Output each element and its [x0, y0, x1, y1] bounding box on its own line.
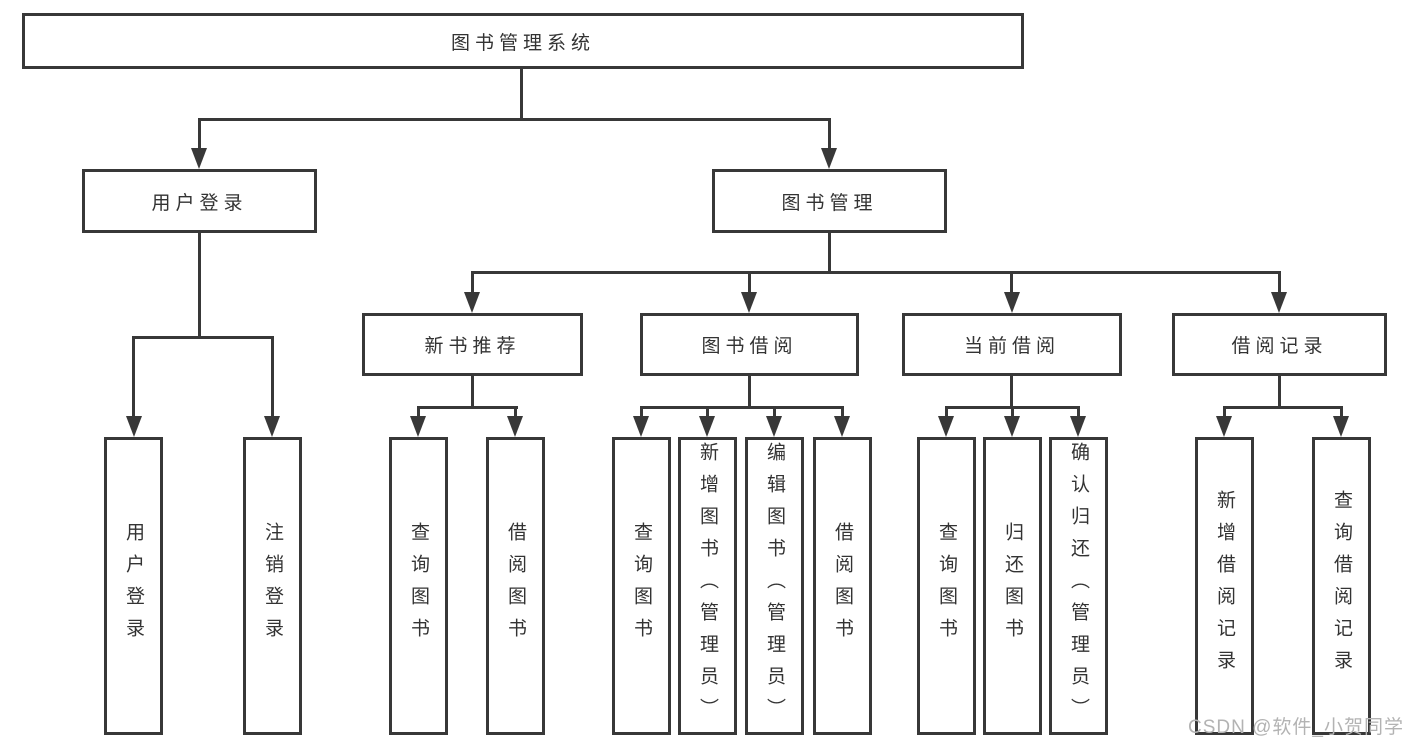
arrowhead-down-icon	[699, 416, 715, 437]
arrowhead-down-icon	[938, 416, 954, 437]
arrowhead-down-icon	[821, 148, 837, 169]
connector-line	[828, 233, 831, 274]
leaf-edit-book-admin: 编辑图书（管理员）	[745, 437, 804, 735]
connector-line	[132, 336, 135, 417]
connector-line	[471, 376, 474, 409]
leaf-query-book-recommend-label: 查询图书	[408, 522, 429, 650]
node-borrow-records: 借阅记录	[1172, 313, 1387, 376]
arrowhead-down-icon	[1004, 292, 1020, 313]
arrowhead-down-icon	[633, 416, 649, 437]
arrowhead-down-icon	[464, 292, 480, 313]
connector-line	[132, 336, 273, 339]
arrowhead-down-icon	[507, 416, 523, 437]
leaf-borrow-book-recommend: 借阅图书	[486, 437, 545, 735]
connector-line	[417, 406, 420, 418]
leaf-query-borrow-record-label: 查询借阅记录	[1331, 490, 1352, 682]
leaf-return-book-label: 归还图书	[1002, 522, 1023, 650]
leaf-return-book: 归还图书	[983, 437, 1042, 735]
arrowhead-down-icon	[834, 416, 850, 437]
arrowhead-down-icon	[741, 292, 757, 313]
leaf-add-book-admin: 新增图书（管理员）	[678, 437, 737, 735]
connector-line	[1278, 271, 1281, 295]
leaf-add-borrow-record-label: 新增借阅记录	[1214, 490, 1235, 682]
arrowhead-down-icon	[410, 416, 426, 437]
leaf-borrow-book-borrow: 借阅图书	[813, 437, 872, 735]
leaf-query-borrow-record: 查询借阅记录	[1312, 437, 1371, 735]
connector-line	[198, 233, 201, 338]
node-new-book-recommend-label: 新书推荐	[424, 336, 521, 357]
connector-line	[1010, 271, 1013, 295]
arrowhead-down-icon	[191, 148, 207, 169]
leaf-confirm-return-admin: 确认归还（管理员）	[1049, 437, 1108, 735]
connector-line	[640, 406, 844, 409]
connector-line	[1223, 406, 1343, 409]
node-library-system: 图书管理系统	[22, 13, 1024, 69]
arrowhead-down-icon	[1216, 416, 1232, 437]
leaf-user-login: 用户登录	[104, 437, 163, 735]
node-user-login-label: 用户登录	[151, 192, 248, 214]
connector-line	[1223, 406, 1226, 418]
node-book-management-label: 图书管理	[781, 192, 878, 214]
connector-line	[271, 336, 274, 417]
connector-line	[520, 69, 523, 121]
connector-line	[1340, 406, 1343, 418]
connector-line	[945, 406, 948, 418]
leaf-borrow-book-borrow-label: 借阅图书	[832, 522, 853, 650]
connector-line	[841, 406, 844, 418]
arrowhead-down-icon	[766, 416, 782, 437]
node-current-borrow: 当前借阅	[902, 313, 1122, 376]
node-borrow-records-label: 借阅记录	[1231, 336, 1328, 357]
connector-line	[640, 406, 643, 418]
connector-line	[706, 406, 709, 418]
leaf-logout: 注销登录	[243, 437, 302, 735]
leaf-query-book-recommend: 查询图书	[389, 437, 448, 735]
connector-line	[471, 271, 1281, 274]
node-book-management: 图书管理	[712, 169, 947, 233]
arrowhead-down-icon	[126, 416, 142, 437]
arrowhead-down-icon	[1004, 416, 1020, 437]
connector-line	[514, 406, 517, 418]
connector-line	[198, 118, 201, 150]
leaf-confirm-return-admin-label: 确认归还（管理员）	[1068, 442, 1089, 730]
connector-line	[1278, 376, 1281, 409]
connector-line	[417, 406, 518, 409]
connector-line	[1077, 406, 1080, 418]
connector-line	[1011, 406, 1014, 418]
arrowhead-down-icon	[1070, 416, 1086, 437]
connector-line	[748, 271, 751, 295]
node-book-borrow-label: 图书借阅	[701, 336, 798, 357]
leaf-query-book-current-label: 查询图书	[936, 522, 957, 650]
leaf-user-login-label: 用户登录	[123, 522, 144, 650]
leaf-add-book-admin-label: 新增图书（管理员）	[697, 442, 718, 730]
leaf-query-book-borrow: 查询图书	[612, 437, 671, 735]
arrowhead-down-icon	[1333, 416, 1349, 437]
node-book-borrow: 图书借阅	[640, 313, 859, 376]
connector-line	[748, 376, 751, 409]
leaf-logout-label: 注销登录	[262, 522, 283, 650]
leaf-query-book-borrow-label: 查询图书	[631, 522, 652, 650]
connector-line	[828, 118, 831, 150]
node-current-borrow-label: 当前借阅	[963, 336, 1060, 357]
connector-line	[1010, 376, 1013, 409]
connector-line	[471, 271, 474, 295]
csdn-watermark: CSDN @软件_小贺同学	[1188, 717, 1404, 738]
leaf-edit-book-admin-label: 编辑图书（管理员）	[764, 442, 785, 730]
leaf-add-borrow-record: 新增借阅记录	[1195, 437, 1254, 735]
node-user-login: 用户登录	[82, 169, 317, 233]
connector-line	[198, 118, 831, 121]
leaf-query-book-current: 查询图书	[917, 437, 976, 735]
node-library-system-label: 图书管理系统	[450, 32, 595, 54]
arrowhead-down-icon	[264, 416, 280, 437]
node-new-book-recommend: 新书推荐	[362, 313, 583, 376]
arrowhead-down-icon	[1271, 292, 1287, 313]
leaf-borrow-book-recommend-label: 借阅图书	[505, 522, 526, 650]
connector-line	[773, 406, 776, 418]
